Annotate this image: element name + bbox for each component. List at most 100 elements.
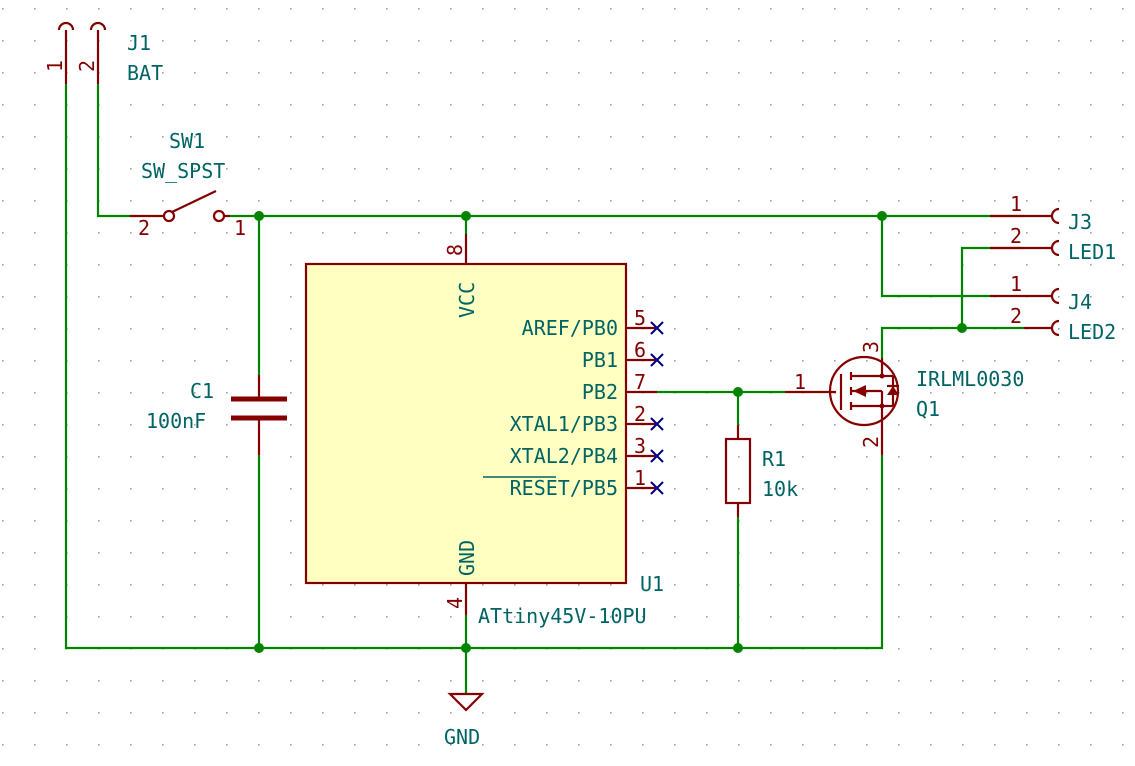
grid-dot: [98, 616, 100, 618]
u1-pin-name: AREF/PB0: [522, 316, 618, 340]
grid-dot: [226, 168, 228, 170]
grid-dot: [162, 232, 164, 234]
grid-dot: [1122, 40, 1124, 42]
grid-dot: [930, 264, 932, 266]
grid-dot: [546, 616, 548, 618]
grid-dot: [930, 584, 932, 586]
grid-dot: [194, 424, 196, 426]
grid-dot: [770, 200, 772, 202]
grid-dot: [194, 232, 196, 234]
grid-dot: [1122, 616, 1124, 618]
r1-resistor[interactable]: R1 10k: [724, 425, 798, 517]
grid-dot: [226, 232, 228, 234]
grid-dot: [642, 584, 644, 586]
grid-dot: [898, 744, 900, 746]
grid-dot: [962, 520, 964, 522]
grid-dot: [1090, 200, 1092, 202]
grid-dot: [1058, 72, 1060, 74]
q1-value: IRLML0030: [916, 367, 1024, 391]
junction-dot: [461, 211, 471, 221]
grid-dot: [546, 136, 548, 138]
grid-dot: [578, 40, 580, 42]
grid-dot: [386, 616, 388, 618]
grid-dot: [898, 8, 900, 10]
grid-dot: [1122, 552, 1124, 554]
grid-dot: [2, 520, 4, 522]
grid-dot: [386, 8, 388, 10]
j3-ref: J3: [1068, 210, 1092, 234]
grid-dot: [514, 680, 516, 682]
c1-capacitor[interactable]: C1 100nF: [146, 375, 287, 455]
grid-dot: [1058, 648, 1060, 650]
grid-dot: [770, 456, 772, 458]
grid-dot: [130, 72, 132, 74]
j3-led1-connector[interactable]: 1 2 J3 LED1: [990, 192, 1116, 264]
grid-dot: [162, 616, 164, 618]
grid-dot: [546, 168, 548, 170]
grid-dot: [642, 552, 644, 554]
grid-dot: [2, 72, 4, 74]
grid-dot: [290, 680, 292, 682]
grid-dot: [1122, 488, 1124, 490]
grid-dot: [130, 8, 132, 10]
grid-dot: [802, 72, 804, 74]
grid-dot: [1026, 744, 1028, 746]
grid-dot: [898, 552, 900, 554]
grid-dot: [866, 392, 868, 394]
grid-dot: [642, 712, 644, 714]
grid-dot: [450, 616, 452, 618]
grid-dot: [418, 584, 420, 586]
grid-dot: [514, 232, 516, 234]
j4-led2-connector[interactable]: 1 2 J4 LED2: [990, 272, 1116, 344]
grid-dot: [1026, 488, 1028, 490]
grid-dot: [1122, 296, 1124, 298]
grid-dot: [610, 40, 612, 42]
q1-gate-pin-number: 1: [794, 370, 806, 394]
grid-dot: [1090, 296, 1092, 298]
grid-dot: [546, 104, 548, 106]
grid-dot: [290, 8, 292, 10]
grid-dot: [34, 264, 36, 266]
grid-dot: [642, 520, 644, 522]
junction-dot: [461, 643, 471, 653]
grid-dot: [514, 168, 516, 170]
grid-dot: [1122, 200, 1124, 202]
grid-dot: [642, 8, 644, 10]
grid-dot: [162, 40, 164, 42]
grid-dot: [290, 456, 292, 458]
q1-mosfet[interactable]: 1 3 2 IRLML0030 Q1: [785, 341, 1024, 455]
grid-dot: [1122, 168, 1124, 170]
grid-dot: [66, 712, 68, 714]
grid-dot: [1026, 680, 1028, 682]
grid-dot: [610, 584, 612, 586]
grid-dot: [1058, 360, 1060, 362]
grid-dot: [322, 8, 324, 10]
grid-dot: [130, 104, 132, 106]
grid-dot: [994, 8, 996, 10]
grid-dot: [34, 360, 36, 362]
grid-dot: [354, 72, 356, 74]
grid-dot: [546, 8, 548, 10]
grid-dot: [258, 104, 260, 106]
grid-dot: [450, 168, 452, 170]
grid-dot: [1026, 104, 1028, 106]
grid-dot: [2, 488, 4, 490]
wire-drain: [880, 326, 1024, 358]
grid-dot: [578, 136, 580, 138]
u1-vcc-label: VCC: [455, 282, 479, 318]
grid-dot: [290, 584, 292, 586]
grid-dot: [130, 424, 132, 426]
grid-dot: [674, 328, 676, 330]
grid-dot: [322, 104, 324, 106]
grid-dot: [1058, 328, 1060, 330]
grid-dot: [34, 136, 36, 138]
grid-dot: [898, 200, 900, 202]
u1-pin-number: 1: [634, 466, 646, 490]
grid-dot: [98, 744, 100, 746]
grid-dot: [770, 8, 772, 10]
j1-battery-connector[interactable]: 1 2 J1 BAT: [43, 21, 163, 85]
sw1-switch[interactable]: 2 1 SW1 SW_SPST: [130, 129, 246, 240]
grid-dot: [1122, 648, 1124, 650]
gnd-symbol[interactable]: GND: [444, 692, 485, 749]
